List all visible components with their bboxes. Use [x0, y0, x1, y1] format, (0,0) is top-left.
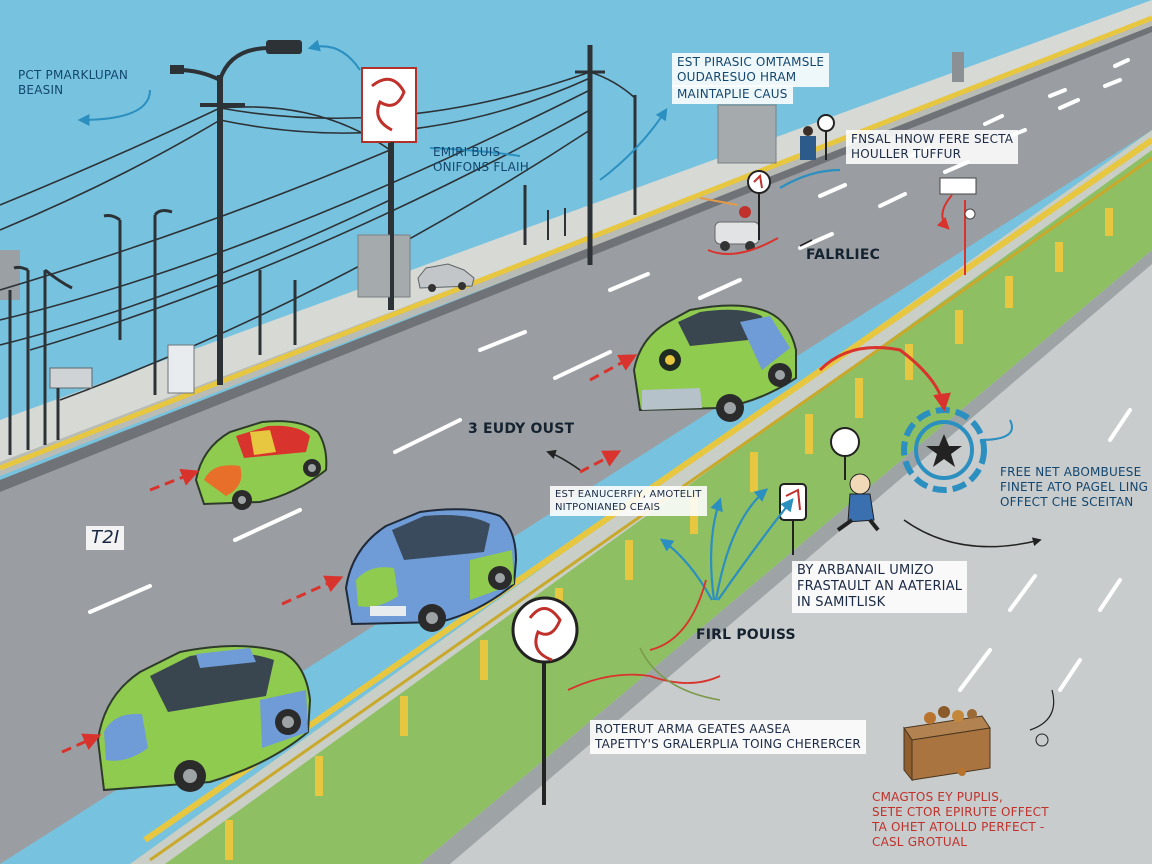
label-upper-right: FNSAL HNOW FERE SECTA HOULLER TUFFUR	[846, 130, 1019, 164]
utility-cabinet-far	[717, 104, 777, 164]
label-mid-note: EST EANUCERFIY, AMOTELIT NITPONIANED CEA…	[550, 486, 707, 516]
label-left-code: T2I	[86, 526, 125, 550]
roadside-worker-group	[714, 114, 835, 251]
traffic-flow-arrows	[61, 354, 638, 754]
car-multicolor	[194, 420, 328, 510]
suv-green-top	[632, 304, 797, 422]
car-blue-hatchback	[344, 508, 518, 632]
pointer-arrow-top	[307, 39, 361, 71]
pedestrian-figure	[830, 427, 880, 532]
car-green-bottom	[96, 645, 312, 792]
label-bottom-red: CMAGTOS EY PUPLIS, SETE CTOR EPIRUTE OFF…	[872, 790, 1049, 849]
label-right-blue: FREE NET ABOMBUESE FINETE ATO PAGEL LING…	[1000, 465, 1149, 509]
label-falrliec: FALRLIEC	[806, 247, 881, 263]
label-top-center-1: EST PIRASIC OMTAMSLE OUDARESUO HRAM	[672, 53, 830, 87]
label-pole-note: EMIRI BUIS ONIFONS FLAIH	[433, 145, 529, 174]
supply-crate	[903, 706, 991, 782]
label-roterut: ROTERUT ARMA GEATES AASEA TAPETTY'S GRAL…	[590, 720, 866, 754]
label-firl-pouiss: FIRL POUISS	[696, 627, 796, 643]
label-top-left: PCT PMARKLUPAN BEASIN	[18, 68, 129, 97]
utility-cabinet	[357, 234, 411, 298]
diverging-flow-arrows	[659, 488, 794, 601]
parked-car	[417, 263, 475, 292]
label-eudy-oust: 3 EUDY OUST	[468, 421, 575, 437]
label-top-center-2: MAINTAPLIE CAUS	[672, 85, 793, 104]
far-right-signals	[936, 177, 977, 275]
street-lamp	[218, 46, 271, 81]
label-arbanail: BY ARBANAIL UMIZO FRASTAULT AN AATERIAL …	[792, 561, 968, 613]
